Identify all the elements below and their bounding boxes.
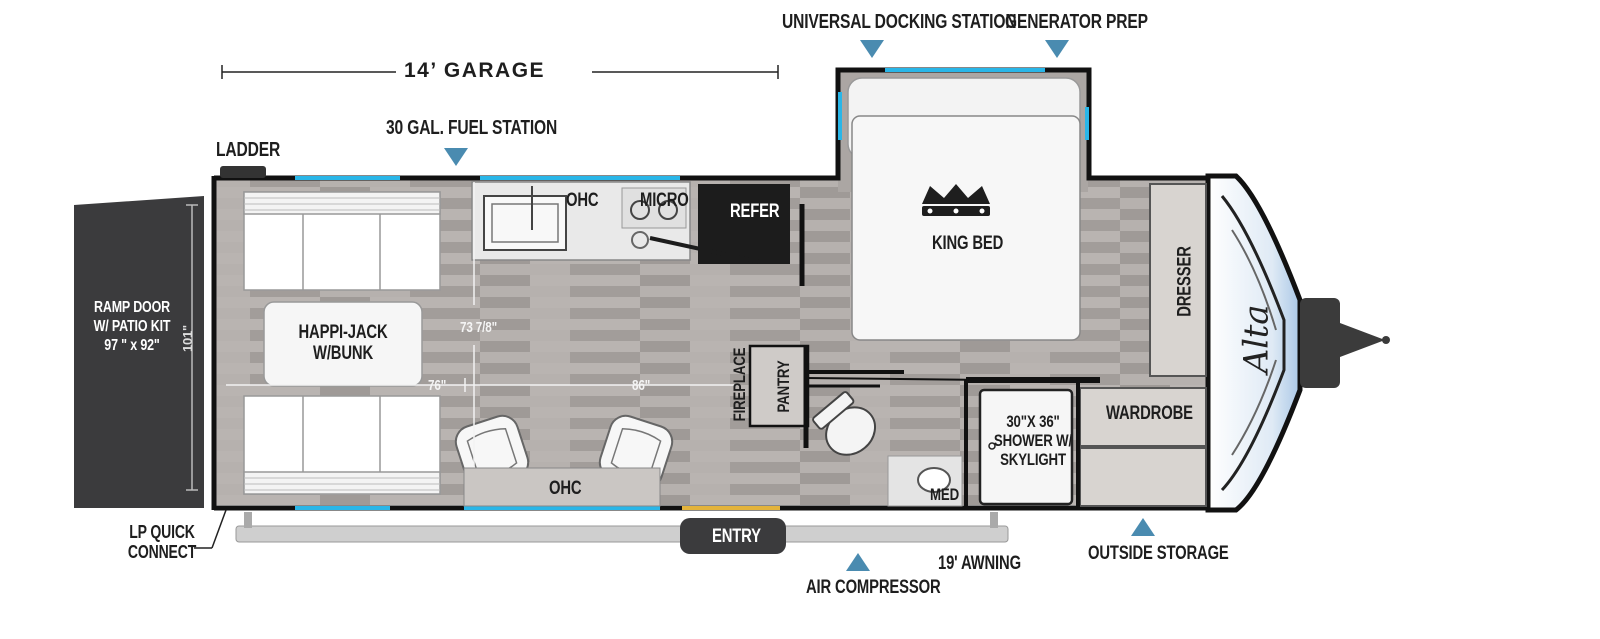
ohc-top-label: OHC	[566, 190, 599, 211]
ramp-door	[74, 196, 204, 508]
windows	[295, 68, 1089, 510]
dresser-label: DRESSER	[1174, 246, 1196, 317]
dimension-lines	[221, 65, 779, 466]
bathroom	[887, 377, 1100, 508]
shower-label: 30"X 36" SHOWER W/ SKYLIGHT	[994, 412, 1072, 469]
docking-station-marker	[860, 40, 884, 58]
ladder-label: LADDER	[216, 139, 281, 161]
entry-step	[680, 518, 786, 554]
ramp-door-line2: W/ PATIO KIT	[93, 318, 171, 335]
kitchen-counter	[471, 181, 691, 261]
dim-76: 76"	[428, 377, 447, 394]
generator-prep-marker	[1045, 40, 1069, 58]
dim-86: 86"	[632, 377, 651, 394]
lp-quick-connect-line2: CONNECT	[127, 542, 197, 562]
fireplace-label: FIREPLACE	[729, 347, 749, 422]
pantry-area	[748, 344, 989, 448]
ladder	[220, 166, 266, 178]
shower-line1: 30"X 36"	[1006, 412, 1060, 431]
interior-height-dim: 73 7/8"	[460, 319, 497, 336]
refrigerator	[649, 184, 805, 286]
ramp-door-line3: 97 " x 92"	[104, 337, 160, 354]
ohc-bottom-label: OHC	[549, 478, 582, 499]
shower-line2: SHOWER W/	[993, 431, 1073, 450]
garage-label: 14’ GARAGE	[404, 59, 546, 82]
air-compressor-marker	[846, 553, 870, 571]
happi-jack-label: HAPPI-JACK W/BUNK	[298, 322, 387, 364]
outside-storage-marker	[1131, 518, 1155, 536]
awning-bar	[194, 509, 1009, 549]
med-label: MED	[930, 485, 960, 504]
lp-quick-connect-label: LP QUICK CONNECT	[128, 522, 196, 562]
universal-docking-label: UNIVERSAL DOCKING STATION	[782, 11, 1017, 33]
awning-label: 19' AWNING	[938, 553, 1021, 574]
happi-jack-table	[263, 301, 423, 387]
ramp-door-label: RAMP DOOR W/ PATIO KIT 97 " x 92"	[94, 298, 171, 355]
generator-prep-label: GENERATOR PREP	[1005, 11, 1148, 33]
outside-storage-label: OUTSIDE STORAGE	[1088, 543, 1229, 564]
front-cap	[1205, 173, 1303, 513]
air-compressor-label: AIR COMPRESSOR	[806, 577, 941, 598]
fuel-station-marker	[444, 148, 468, 166]
micro-label: MICRO	[640, 190, 689, 211]
entry-label: ENTRY	[712, 526, 761, 547]
happi-jack-line1: HAPPI-JACK	[298, 322, 388, 343]
hitch-tongue	[1300, 298, 1390, 388]
sofa-top	[243, 191, 441, 291]
wardrobe	[1079, 387, 1207, 507]
dresser	[1149, 183, 1207, 377]
refer-label: REFER	[730, 201, 780, 222]
ramp-door-line1: RAMP DOOR	[93, 299, 171, 316]
shower-line3: SKYLIGHT	[1000, 450, 1066, 469]
king-bed-label: KING BED	[932, 233, 1004, 254]
king-bed	[847, 77, 1081, 341]
wardrobe-label: WARDROBE	[1106, 403, 1193, 424]
pantry-label: PANTRY	[773, 360, 793, 413]
lp-quick-connect-line1: LP QUICK	[129, 522, 195, 542]
toilet	[812, 391, 876, 456]
fuel-station-label: 30 GAL. FUEL STATION	[386, 117, 558, 139]
ramp-height-label: 101"	[180, 324, 196, 353]
happi-jack-line2: W/BUNK	[313, 343, 373, 364]
sofa-bottom	[243, 395, 441, 495]
brand-logo: Alta	[1236, 304, 1277, 374]
ohc-bottom-cabinet	[463, 467, 661, 507]
